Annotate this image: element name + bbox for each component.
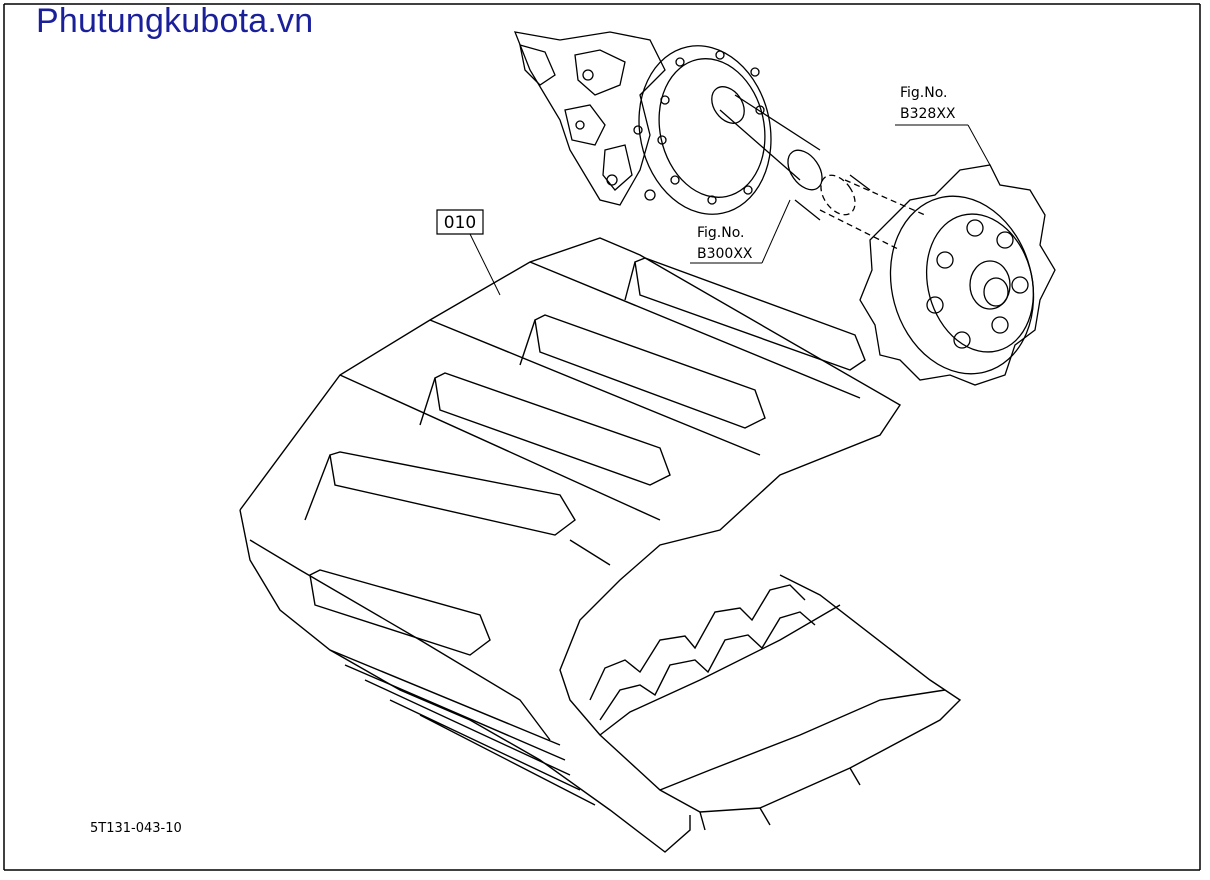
part-label-text: 010 xyxy=(444,213,476,233)
leader-line xyxy=(968,125,990,165)
fig-ref-line1: Fig.No. xyxy=(697,225,745,241)
site-watermark: Phutungkubota.vn xyxy=(36,2,314,40)
part-callout-010[interactable]: 010 xyxy=(437,210,500,295)
drawing-border xyxy=(4,4,1200,870)
fig-ref-line2: B328XX xyxy=(900,106,956,122)
rubber-track xyxy=(240,238,960,852)
part-label-box xyxy=(437,210,483,234)
leader-line xyxy=(470,234,500,295)
fig-ref-b328[interactable]: Fig.No. B328XX xyxy=(895,85,990,165)
fig-ref-line2: B300XX xyxy=(697,246,753,262)
drawing-code: 5T131-043-10 xyxy=(90,821,182,836)
fig-ref-line1: Fig.No. xyxy=(900,85,948,101)
drive-motor-housing xyxy=(515,32,870,227)
fig-ref-b300[interactable]: Fig.No. B300XX xyxy=(690,200,790,263)
leader-line xyxy=(762,200,790,263)
drive-sprocket xyxy=(820,165,1055,390)
